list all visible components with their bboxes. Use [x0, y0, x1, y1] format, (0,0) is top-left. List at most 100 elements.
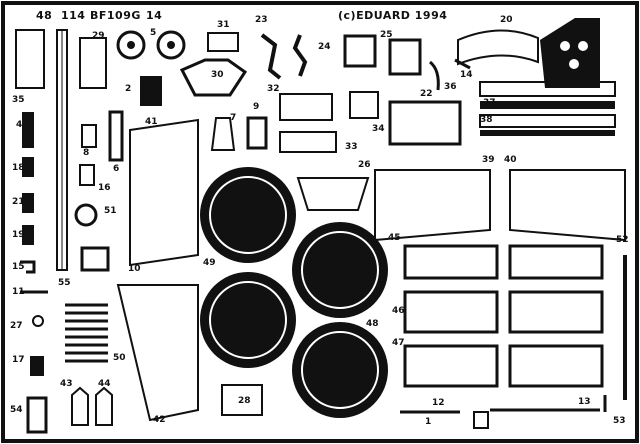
part-number-43: 43	[60, 379, 73, 389]
part-number-5: 5	[150, 28, 157, 38]
part-number-51: 51	[104, 206, 117, 216]
copyright: (c)EDUARD 1994	[338, 9, 448, 22]
part-flap-39	[374, 169, 491, 242]
part-strip-37b	[480, 101, 615, 109]
part-19	[22, 225, 34, 245]
part-panel-41	[129, 118, 199, 267]
part-bulkhead-48b	[292, 322, 388, 418]
part-7	[210, 117, 236, 151]
part-number-53: 53	[613, 416, 626, 426]
part-strip-38b	[480, 130, 615, 136]
part-number-35: 35	[12, 95, 25, 105]
part-number-27: 27	[10, 321, 23, 331]
part-16	[79, 164, 95, 186]
scale-number: 14	[146, 9, 163, 22]
part-number-16: 16	[98, 183, 111, 193]
part-number-52: 52	[616, 235, 629, 245]
part-2	[140, 76, 162, 106]
part-14	[454, 58, 471, 70]
part-number-12: 12	[432, 398, 445, 408]
part-4	[22, 112, 34, 148]
part-number-24: 24	[318, 42, 331, 52]
part-number-28: 28	[238, 396, 251, 406]
part-number-1: 1	[425, 417, 432, 427]
part-strip-rack	[65, 303, 108, 363]
part-number-36: 36	[444, 82, 457, 92]
part-number-39: 39	[482, 155, 495, 165]
part-number-37: 37	[483, 98, 496, 108]
part-number-42: 42	[153, 415, 166, 425]
part-number-32: 32	[267, 84, 280, 94]
part-number-25: 25	[380, 30, 393, 40]
set-number: 114	[61, 9, 86, 22]
part-number-49: 49	[203, 258, 216, 268]
part-mesh-33	[279, 131, 337, 153]
part-wheel-5a-hub	[127, 41, 135, 49]
part-number-26: 26	[358, 160, 371, 170]
part-number-48: 48	[366, 319, 379, 329]
grille-row-47	[403, 344, 604, 388]
part-number-8: 8	[83, 148, 90, 158]
part-number-41: 41	[145, 117, 158, 127]
part-number-45: 45	[388, 233, 401, 243]
part-number-18: 18	[12, 163, 25, 173]
bulkhead-48a-ring	[301, 231, 379, 309]
bulkhead-48b-ring	[301, 331, 379, 409]
catalog-number: 48	[36, 9, 53, 22]
part-number-46: 46	[392, 306, 405, 316]
part-number-33: 33	[345, 142, 358, 152]
part-bulkhead-48a	[292, 222, 388, 318]
part-number-22: 22	[420, 89, 433, 99]
part-flap-40	[509, 169, 626, 242]
part-18	[22, 157, 34, 177]
part-10	[80, 246, 110, 272]
part-strip-37	[479, 81, 616, 97]
part-number-31: 31	[217, 20, 230, 30]
part-number-14: 14	[460, 70, 473, 80]
gauge-3	[569, 59, 579, 69]
part-number-38: 38	[480, 115, 493, 125]
part-54	[26, 396, 48, 434]
part-number-55: 55	[58, 278, 71, 288]
gauge-2	[578, 41, 588, 51]
part-panel-35	[15, 29, 45, 89]
part-strip-38	[479, 114, 616, 128]
part-bulkhead-49b	[200, 272, 296, 368]
part-44	[95, 386, 113, 426]
part-9	[246, 116, 268, 150]
grille-row-45	[403, 244, 604, 280]
part-number-11: 11	[12, 287, 25, 297]
part-assembly-25b	[388, 38, 422, 76]
part-bracket-24	[292, 34, 308, 77]
part-number-34: 34	[372, 124, 385, 134]
part-number-47: 47	[392, 338, 405, 348]
part-panel-29	[79, 37, 107, 89]
part-grill-31	[207, 32, 239, 52]
part-3	[81, 124, 97, 148]
part-17	[30, 356, 44, 376]
part-number-21: 21	[12, 197, 25, 207]
part-funnel-26	[296, 177, 370, 211]
part-stand-28	[221, 384, 263, 416]
part-15	[20, 260, 36, 274]
part-1	[473, 411, 489, 429]
part-canopy-20	[457, 29, 539, 66]
part-number-13: 13	[578, 397, 591, 407]
part-instrument-panel	[540, 18, 600, 88]
part-wheel-5a	[116, 30, 146, 60]
part-number-30: 30	[211, 70, 224, 80]
part-number-10: 10	[128, 264, 141, 274]
part-6	[108, 110, 124, 162]
part-27	[32, 315, 44, 327]
part-bracket-23	[260, 33, 282, 80]
part-panel-42	[116, 284, 199, 422]
part-number-44: 44	[98, 379, 111, 389]
model-name: BF109G	[90, 9, 141, 22]
part-51	[74, 203, 98, 227]
part-number-15: 15	[12, 262, 25, 272]
gauge-1	[560, 41, 570, 51]
part-bulkhead-49a	[200, 167, 296, 263]
